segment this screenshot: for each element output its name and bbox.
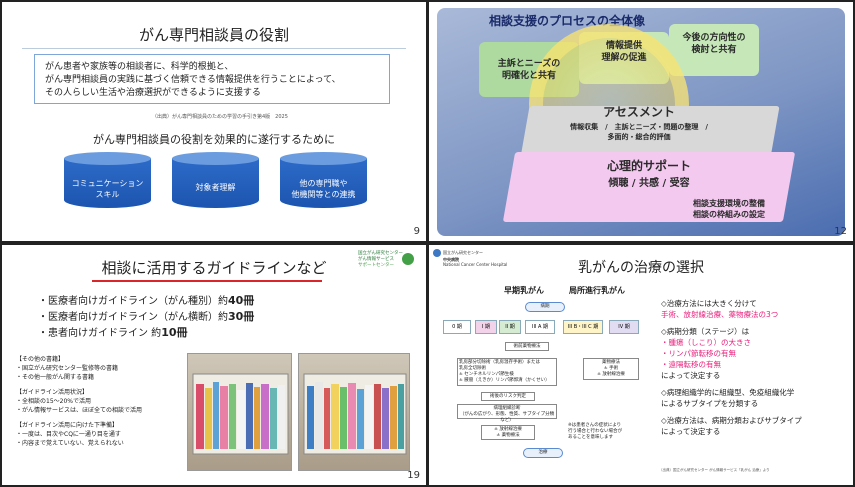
- cylinder-label: 他の専門職や: [300, 179, 348, 188]
- bookshelf-image: [188, 354, 293, 472]
- bookshelf-photo: [298, 353, 410, 471]
- page-number: 12: [834, 226, 847, 237]
- source-footer: （出典）国立がん研究センター がん情報サービス「乳がん 治療」より: [659, 468, 770, 473]
- cylinder-communication: コミュニケーションスキル: [64, 152, 151, 214]
- hospital-logo-icon: [433, 249, 441, 257]
- cylinder-label: 対象者理解: [196, 183, 236, 192]
- slide-title: がん専門相談員の役割: [2, 24, 426, 45]
- divider: [22, 48, 406, 49]
- title-underline: [92, 280, 322, 282]
- cylinder-understanding: 対象者理解: [172, 152, 259, 214]
- label-local: 局所進行乳がん: [569, 285, 625, 296]
- label-early: 早期乳がん: [504, 285, 544, 296]
- slide-title: 乳がんの治療の選択: [429, 257, 853, 277]
- assessment-sub: 情報収集 / 主訴とニーズ・問題の整理 /多面的・総合的評価: [539, 122, 739, 142]
- stage-cell: 0 期: [443, 320, 471, 334]
- definition-line: がん専門相談員の実践に基づく信頼できる情報提供を行うことによって、: [45, 74, 379, 87]
- bookshelf-photo: [187, 353, 292, 471]
- cylinder-collaboration: 他の専門職や他機関等との連携: [280, 152, 367, 214]
- slide-role-of-counselor: がん専門相談員の役割 がん患者や家族等の相談者に、科学的根拠と、 がん専門相談員…: [2, 2, 426, 241]
- treatment-flowchart: 病期 0 期 I 期 II 期 III A 期 III B・III C 期 IV…: [443, 298, 653, 468]
- stage-cell: II 期: [499, 320, 521, 334]
- flow-stage-box: 病期: [525, 302, 565, 312]
- stage-cell: IV 期: [609, 320, 639, 334]
- flow-postop: ± 放射線治療± 薬物療法: [481, 425, 535, 440]
- page-number: 9: [414, 226, 420, 237]
- definition-box: がん患者や家族等の相談者に、科学的根拠と、 がん専門相談員の実践に基づく信頼でき…: [34, 54, 390, 104]
- notes-list: 【その他の書籍】・国立がん研究センター監修等の書籍・その他一般がん関する書籍 【…: [16, 355, 142, 448]
- logo-icon: [402, 253, 414, 265]
- guideline-bullet: ・医療者向けガイドライン（がん種別）約40冊: [38, 292, 254, 308]
- cylinder-label: コミュニケーション: [72, 179, 144, 188]
- flow-risk: 術後のリスク判定: [481, 392, 535, 401]
- stage-cell: I 期: [475, 320, 497, 334]
- step-label: 主訴とニーズの明確化と共有: [479, 58, 579, 82]
- step-label: 今後の方向性の検討と共有: [669, 32, 759, 56]
- support-title: 心理的サポート: [589, 160, 709, 172]
- cylinder-label: 他機関等との連携: [292, 190, 356, 199]
- stage-cell: III B・III C 期: [563, 320, 603, 334]
- subtitle: がん専門相談員の役割を効果的に遂行するために: [2, 131, 426, 147]
- stage-cell: III A 期: [525, 320, 555, 334]
- definition-line: がん患者や家族等の相談者に、科学的根拠と、: [45, 61, 379, 74]
- step-label: 情報提供理解の促進: [579, 40, 669, 64]
- base-layer-label: 相談支援環境の整備相談の枠組みの設定: [669, 198, 789, 220]
- slide-breast-cancer-treatment: 国立がん研究センター 中央病院 National Cancer Center H…: [429, 245, 853, 485]
- flow-drug-therapy: 薬物療法± 手術± 放射線治療: [583, 358, 639, 380]
- flow-neoadjuvant: 術前薬物療法: [505, 342, 549, 351]
- flow-surgery: 乳房部分切除術（乳房温存手術）または乳房全切除術± センチネルリンパ節生検± 腋…: [457, 358, 557, 386]
- slide-guidelines: 相談に活用するガイドラインなど 国立がん研究センターがん情報サービスサポートセン…: [2, 245, 426, 485]
- flow-note: ※は患者さんの症状により行う場合と行わない場合があることを意味します: [567, 422, 639, 442]
- page-number: 19: [407, 470, 420, 481]
- cylinder-label: スキル: [96, 190, 120, 199]
- definition-line: その人らしい生活や治療選択ができるように支援する: [45, 87, 379, 100]
- guideline-bullet: ・患者向けガイドライン 約10冊: [38, 324, 188, 340]
- flow-treatment-box: 治療: [523, 448, 563, 458]
- guideline-bullet: ・医療者向けガイドライン（がん横断）約30冊: [38, 308, 254, 324]
- support-sub: 傾聴 / 共感 / 受容: [589, 178, 709, 190]
- assessment-title: アセスメント: [579, 106, 699, 118]
- support-center-logo: 国立がん研究センターがん情報サービスサポートセンター: [358, 251, 414, 273]
- source-note: （出典）がん専門相談員のための学習の手引き第4版 2025: [152, 113, 288, 120]
- slide-process-overview: 相談支援のプロセスの全体像 主訴とニーズの明確化と共有 情報提供理解の促進 今後…: [429, 2, 853, 241]
- flow-pathology: 病理組織診断（がんの広がり、形態、性質、サブタイプ分類など）: [457, 404, 557, 419]
- bookshelf-image: [299, 354, 411, 472]
- explanation-text: ◇治療方法には大きく分けて 手術、放射線治療、薬物療法の3つ ◇病期分類（ステー…: [661, 298, 802, 437]
